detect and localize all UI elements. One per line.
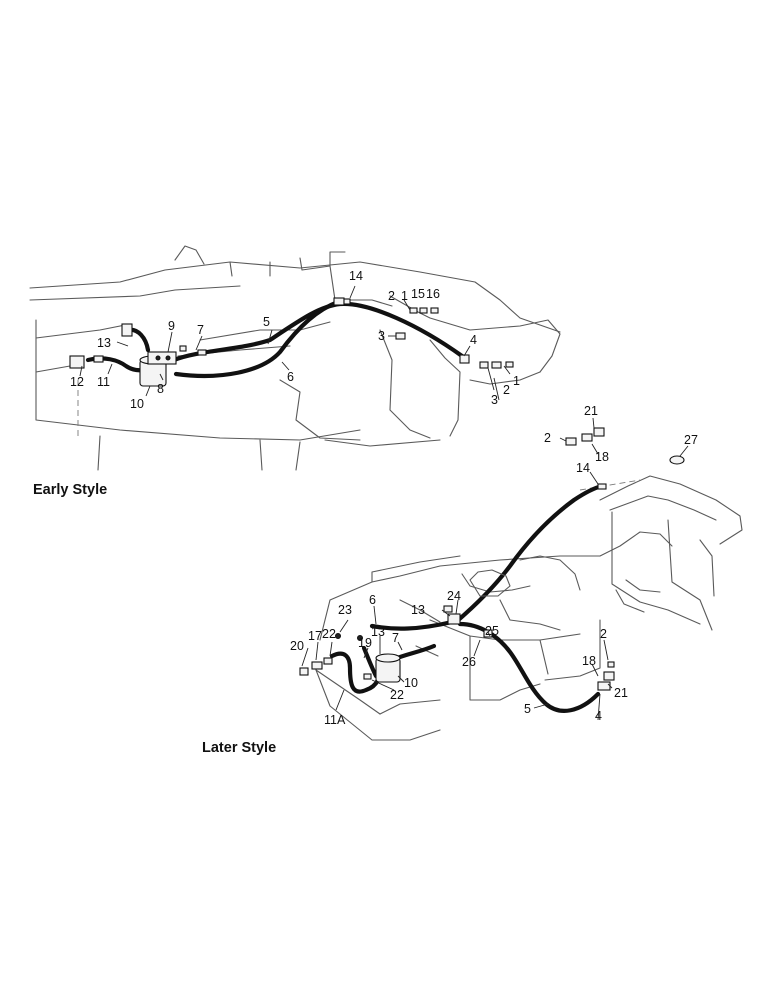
later-filter-10 (375, 653, 401, 683)
later-frame-outline (315, 475, 743, 741)
early-fittings (69, 297, 514, 369)
callout-early-2b: 2 (503, 383, 510, 397)
later-callouts: 21 2 18 27 14 13 24 25 26 6 7 23 20 17 2… (290, 404, 698, 727)
callout-early-12: 12 (70, 375, 84, 389)
callout-early-1b: 1 (513, 374, 520, 388)
callout-later-22b: 22 (390, 688, 404, 702)
early-leader-lines (79, 285, 511, 401)
early-callouts: 14 2 1 15 16 3 4 5 6 7 9 8 10 11 12 13 1… (70, 269, 520, 411)
callout-later-5: 5 (524, 702, 531, 716)
callout-later-22: 22 (322, 627, 336, 641)
callout-later-21: 21 (584, 404, 598, 418)
callout-early-10: 10 (130, 397, 144, 411)
later-hose-14 (453, 483, 605, 625)
callout-early-3: 3 (378, 329, 385, 343)
callout-later-7: 7 (392, 631, 399, 645)
callout-later-27: 27 (684, 433, 698, 447)
callout-later-26: 26 (462, 655, 476, 669)
callout-early-4: 4 (470, 333, 477, 347)
later-fittings (299, 427, 685, 691)
callout-early-14: 14 (349, 269, 363, 283)
callout-later-11a: 11A (324, 713, 346, 727)
callout-later-24: 24 (447, 589, 461, 603)
later-style-title: Later Style (202, 740, 276, 756)
callout-later-21b: 21 (614, 686, 628, 700)
later-hose-6 (369, 619, 455, 631)
later-hose-19 (361, 645, 379, 679)
callout-early-2: 2 (388, 289, 395, 303)
callout-later-14: 14 (576, 461, 590, 475)
early-hose-6 (173, 299, 341, 378)
later-style-assembly: 21 2 18 27 14 13 24 25 26 6 7 23 20 17 2… (202, 404, 743, 756)
callout-early-3b: 3 (491, 393, 498, 407)
callout-later-17: 17 (308, 629, 322, 643)
callout-later-18b: 18 (582, 654, 596, 668)
callout-later-23: 23 (338, 603, 352, 617)
later-hose-11a (329, 651, 381, 694)
callout-early-8: 8 (157, 382, 164, 396)
callout-later-2: 2 (544, 431, 551, 445)
callout-later-18: 18 (595, 450, 609, 464)
callout-later-13: 13 (411, 603, 425, 617)
callout-early-16: 16 (426, 287, 440, 301)
early-frame-outline (29, 245, 561, 471)
callout-later-4: 4 (595, 709, 602, 723)
callout-early-9: 9 (168, 319, 175, 333)
callout-later-19: 19 (358, 636, 372, 650)
callout-early-7: 7 (197, 323, 204, 337)
callout-early-1: 1 (401, 289, 408, 303)
early-style-title: Early Style (33, 482, 107, 498)
early-style-assembly: 14 2 1 15 16 3 4 5 6 7 9 8 10 11 12 13 1… (29, 245, 561, 498)
callout-later-6: 6 (369, 593, 376, 607)
callout-later-25: 25 (485, 624, 499, 638)
early-filter-head-9 (147, 351, 177, 365)
callout-early-11: 11 (97, 375, 110, 389)
callout-early-13: 13 (97, 336, 111, 350)
callout-early-5: 5 (263, 315, 270, 329)
callout-later-10: 10 (404, 676, 418, 690)
callout-later-20: 20 (290, 639, 304, 653)
callout-early-15: 15 (411, 287, 425, 301)
callout-early-6: 6 (287, 370, 294, 384)
later-leader-lines (301, 417, 689, 721)
callout-later-13b: 13 (371, 625, 385, 639)
callout-later-2b: 2 (600, 627, 607, 641)
